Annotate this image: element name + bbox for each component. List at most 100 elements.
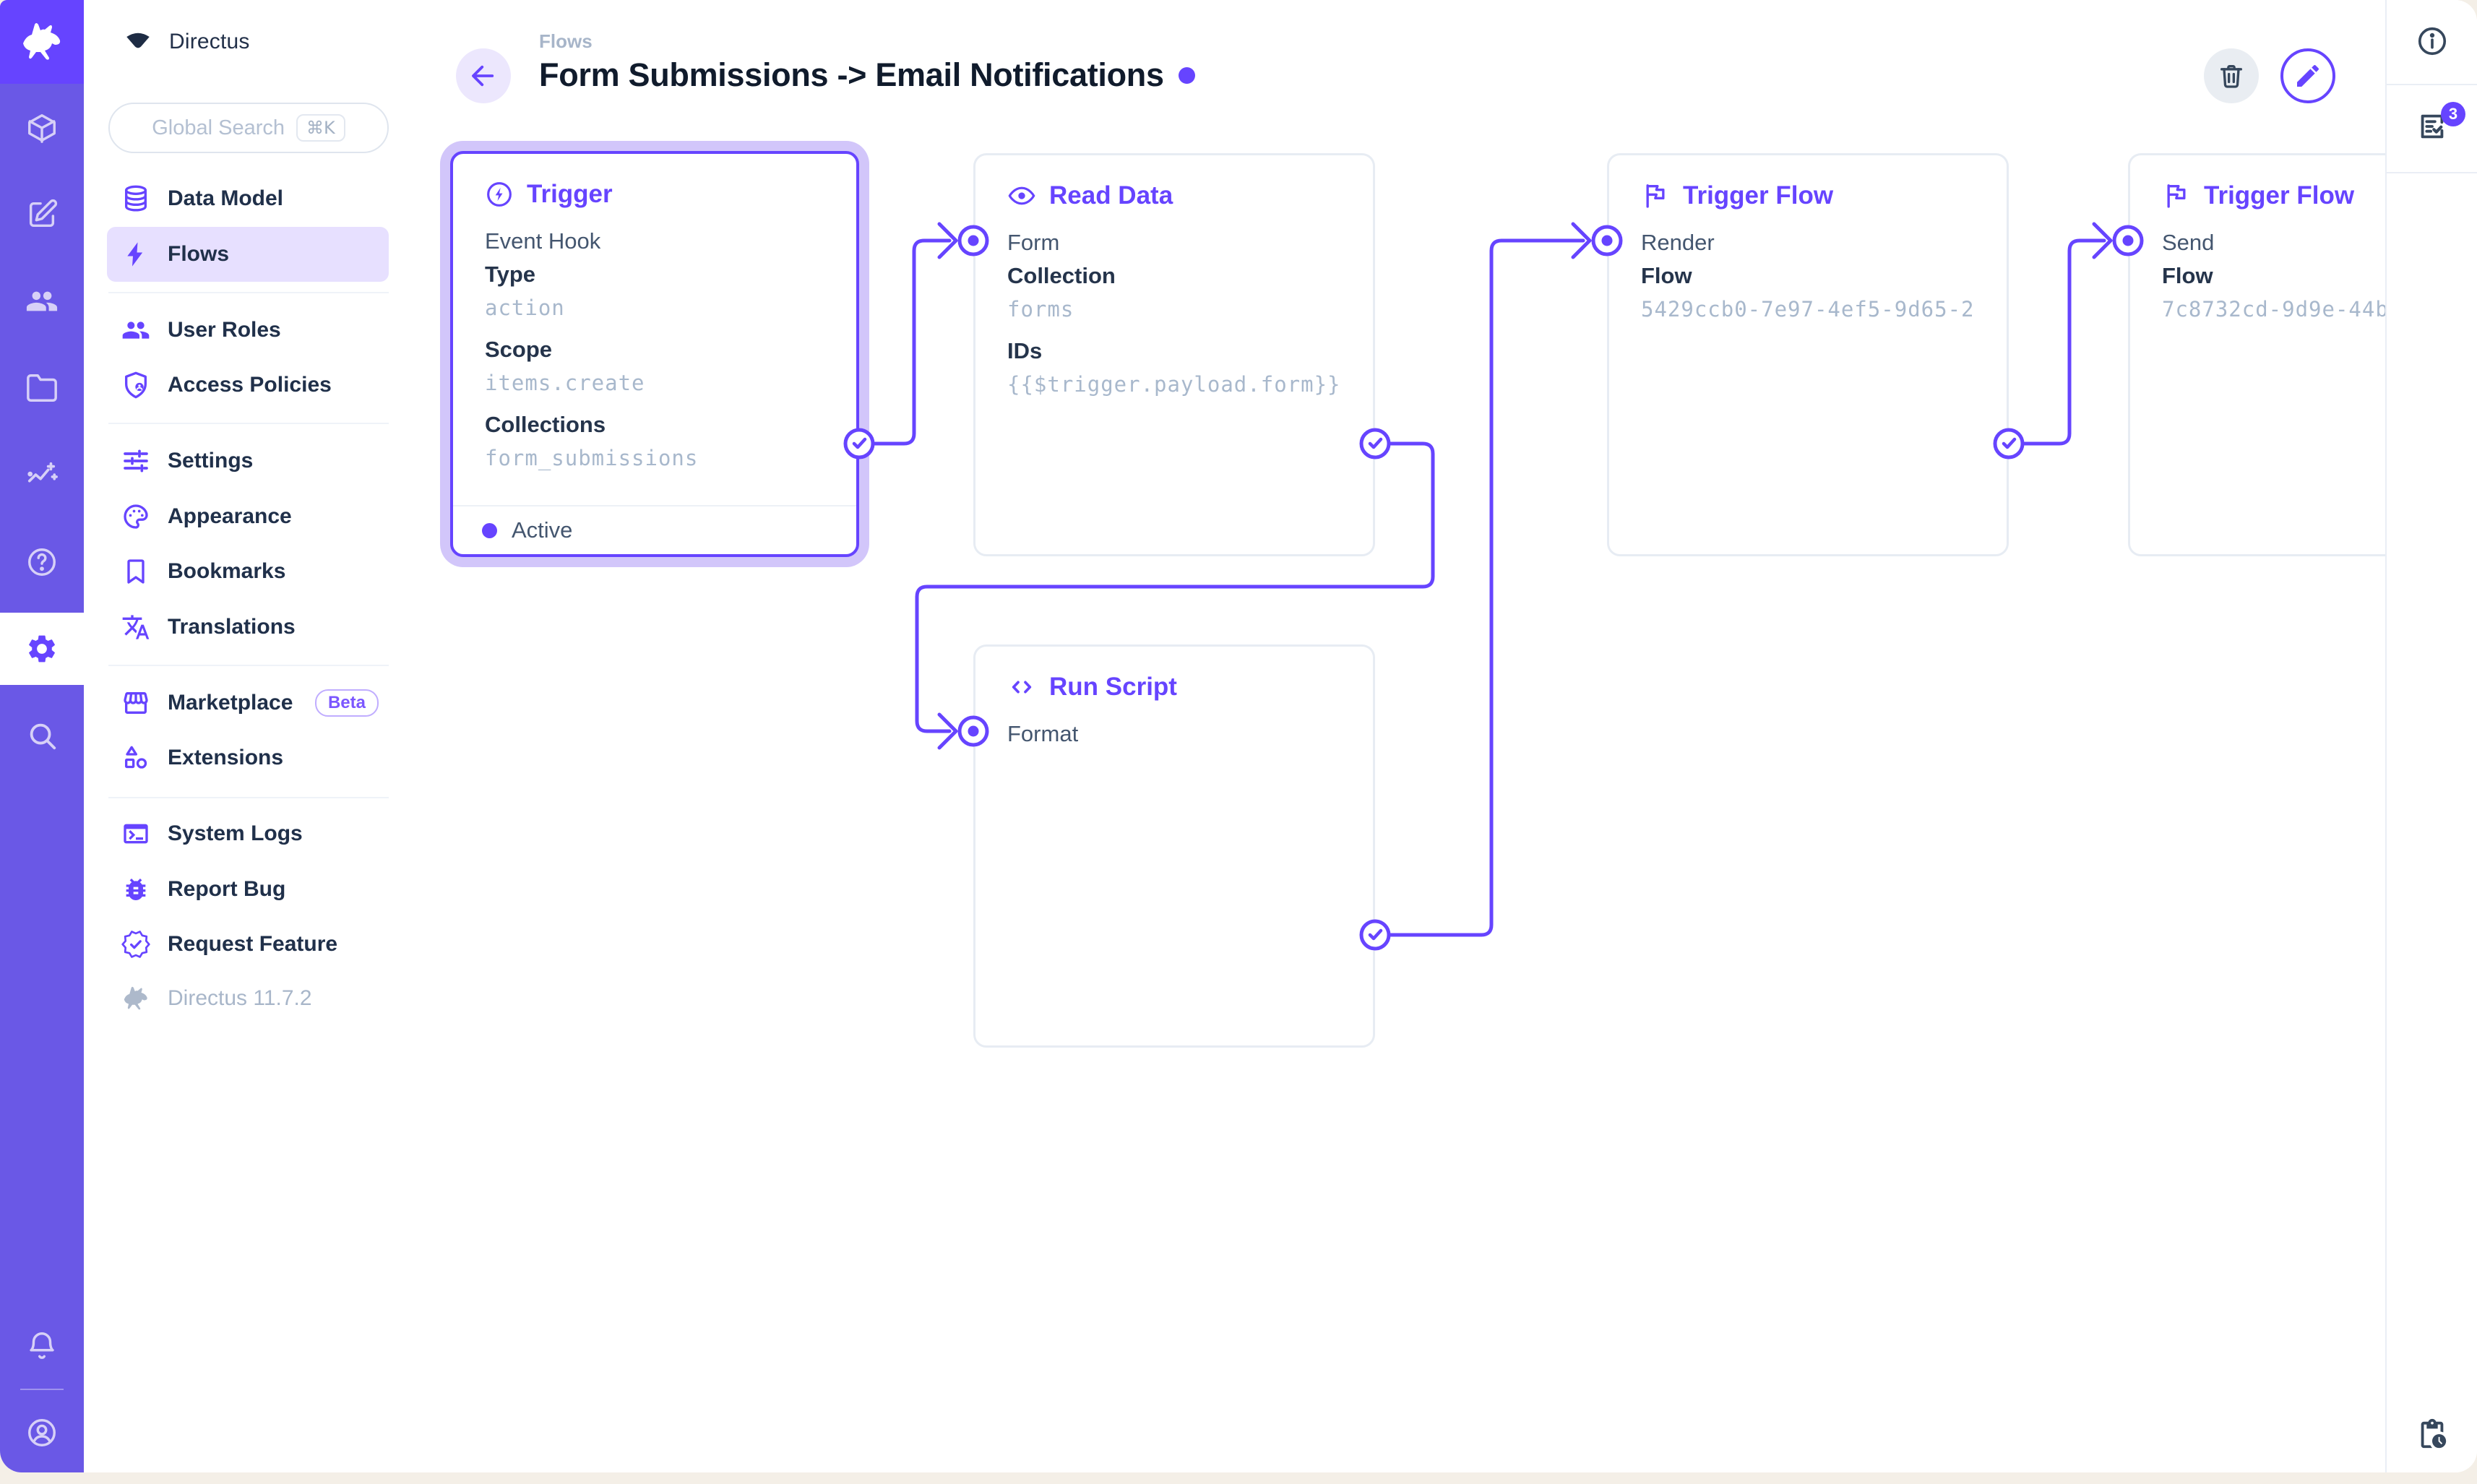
info-icon: [2418, 27, 2446, 56]
notifications-button[interactable]: [0, 1311, 84, 1381]
bolt-icon: [121, 240, 150, 269]
flow-node-read-data[interactable]: Read Data Form Collection forms IDs {{$t…: [973, 153, 1375, 556]
sidebar-item-access-policies[interactable]: Access Policies: [107, 358, 389, 413]
module-content[interactable]: [0, 93, 84, 163]
directus-rabbit-icon: [23, 23, 61, 60]
arrow-left-icon: [472, 65, 494, 87]
module-users[interactable]: [0, 267, 84, 336]
project-logo-icon: [126, 33, 150, 48]
gear-icon: [29, 635, 55, 663]
shield-user-icon: [121, 371, 150, 400]
bolt-circle-icon: [487, 182, 512, 207]
active-status-dot: [482, 522, 497, 538]
notices-count-badge: 3: [2441, 102, 2465, 126]
delete-flow-button[interactable]: [2204, 48, 2259, 103]
flow-node-run-script[interactable]: Run Script Format: [973, 644, 1375, 1048]
edit-square-icon: [29, 199, 58, 228]
rail-divider: [2387, 172, 2477, 173]
sidebar-divider: [108, 797, 389, 798]
people-icon: [26, 291, 58, 311]
sidebar-item-flows[interactable]: Flows: [107, 227, 389, 282]
module-search[interactable]: [0, 701, 84, 770]
wire-arrowhead: [2092, 222, 2113, 259]
flow-node-trigger-flow-render[interactable]: Trigger Flow Render Flow 5429ccb0-7e97-4…: [1607, 153, 2009, 556]
module-docs[interactable]: [0, 527, 84, 597]
node-title: Run Script: [1007, 668, 1341, 706]
wire-trigger-to-read-data: [871, 238, 952, 446]
storefront-icon: [121, 689, 150, 717]
wire-arrowhead: [1571, 222, 1592, 259]
bell-icon: [30, 1332, 54, 1359]
sidebar-item-extensions[interactable]: Extensions: [107, 730, 389, 785]
module-settings[interactable]: [0, 613, 84, 685]
rail-divider: [2387, 84, 2477, 85]
sidebar-divider: [108, 665, 389, 666]
sidebar-item-settings[interactable]: Settings: [107, 433, 389, 488]
clipboard-clock-icon: [2421, 1418, 2446, 1449]
project-header[interactable]: Directus: [123, 22, 250, 62]
pencil-icon: [2297, 64, 2319, 87]
sidebar-item-report-bug[interactable]: Report Bug: [107, 862, 389, 917]
right-sidebar-rail: 3: [2385, 0, 2477, 1472]
sidebar-divider: [108, 292, 389, 293]
sidebar-item-marketplace[interactable]: Marketplace Beta: [107, 676, 389, 730]
palette-icon: [121, 502, 150, 531]
page-title: Form Submissions -> Email Notifications: [539, 56, 1164, 93]
pending-revisions-button[interactable]: [2387, 1418, 2477, 1451]
sidebar-item-system-logs[interactable]: System Logs: [107, 806, 389, 861]
shapes-icon: [121, 743, 150, 772]
sidebar-item-user-roles[interactable]: User Roles: [107, 303, 389, 358]
bug-icon: [121, 875, 150, 904]
directus-rabbit-icon: [121, 984, 150, 1013]
search-placeholder: Global Search: [152, 116, 285, 139]
version-row: Directus 11.7.2: [107, 971, 389, 1026]
node-title: Trigger: [485, 176, 824, 213]
flow-node-trigger[interactable]: Trigger Event Hook Type action Scope ite…: [450, 151, 859, 557]
wire-run-script-to-render: [1387, 238, 1585, 937]
help-circle-icon: [28, 548, 56, 576]
box-icon: [28, 114, 56, 143]
project-name: Directus: [169, 30, 250, 53]
module-insights[interactable]: [0, 441, 84, 510]
edit-flow-button[interactable]: [2280, 48, 2335, 103]
back-button[interactable]: [456, 48, 511, 103]
info-sidebar-button[interactable]: [2387, 25, 2477, 58]
node-title: Trigger Flow: [1641, 177, 1975, 215]
search-shortcut-badge: ⌘K: [296, 114, 345, 142]
sidebar-divider: [108, 423, 389, 424]
translate-icon: [121, 613, 150, 642]
sidebar-item-request-feature[interactable]: Request Feature: [107, 917, 389, 972]
module-editor[interactable]: [0, 180, 84, 249]
module-bar-divider: [20, 1389, 64, 1390]
insights-icon: [27, 462, 58, 483]
wire-arrowhead: [937, 222, 958, 259]
active-status-label: Active: [512, 517, 573, 543]
wire-arrowhead: [937, 712, 958, 750]
sidebar-item-appearance[interactable]: Appearance: [107, 489, 389, 544]
folder-icon: [27, 374, 57, 402]
eye-icon: [1008, 186, 1035, 205]
database-icon: [121, 184, 150, 213]
version-label: Directus 11.7.2: [168, 986, 312, 1010]
sidebar-item-translations[interactable]: Translations: [107, 600, 389, 655]
sidebar-item-data-model[interactable]: Data Model: [107, 171, 389, 226]
header: Flows Form Submissions -> Email Notifica…: [539, 30, 1195, 94]
trigger-footer: Active: [453, 505, 856, 554]
node-title: Trigger Flow: [2162, 177, 2477, 215]
global-search-input[interactable]: Global Search ⌘K: [108, 103, 389, 153]
project-logo-button[interactable]: [0, 0, 84, 84]
seal-check-icon: [121, 930, 150, 959]
trash-icon: [2220, 65, 2242, 88]
flag-icon: [2167, 184, 2186, 208]
module-bar: [0, 0, 84, 1472]
search-icon: [30, 723, 56, 750]
user-avatar-button[interactable]: [0, 1398, 84, 1467]
sidebar-item-bookmarks[interactable]: Bookmarks: [107, 544, 389, 599]
flow-status-dot: [1178, 66, 1195, 84]
flag-icon: [1646, 184, 1665, 208]
sidebar: Directus Global Search ⌘K Data Model Flo…: [84, 0, 390, 1472]
breadcrumb[interactable]: Flows: [539, 30, 593, 52]
code-icon: [1012, 681, 1032, 694]
module-files[interactable]: [0, 353, 84, 423]
